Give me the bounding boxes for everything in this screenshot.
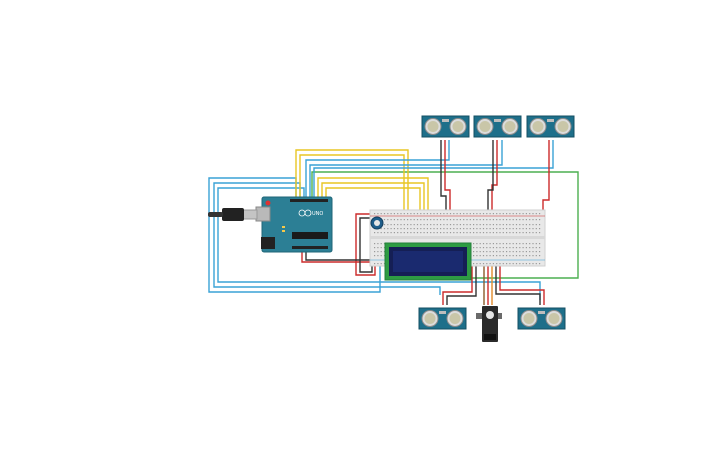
lcd-16x2[interactable]	[384, 242, 472, 281]
arduino-uno[interactable]: UNO	[255, 196, 333, 253]
lcd-screen	[393, 251, 463, 272]
wire-black-sensor-5[interactable]	[495, 262, 541, 305]
wire-blue-top-1[interactable]	[305, 140, 450, 200]
wire-blue-left-loop-3[interactable]	[217, 187, 541, 300]
wire-red-sensor-4[interactable]	[442, 262, 473, 305]
ultrasonic-sensors	[418, 115, 575, 330]
usb-cable[interactable]	[208, 208, 258, 221]
wire-black-ground[interactable]	[305, 217, 373, 273]
wire-blue-top-3[interactable]	[313, 140, 554, 200]
wire-red-power[interactable]	[301, 213, 376, 276]
wire-blue-top-2[interactable]	[309, 140, 503, 200]
wire-red-sensor-2[interactable]	[491, 140, 498, 214]
digital-header	[290, 199, 328, 202]
power-jack	[261, 237, 275, 249]
potentiometer[interactable]	[370, 216, 384, 230]
wire-red-sensor-1[interactable]	[444, 140, 451, 214]
wire-green-loop[interactable]	[311, 171, 579, 279]
wire-red-sensor-5[interactable]	[499, 262, 545, 305]
wire-yellow-2[interactable]	[299, 154, 405, 244]
servo-horn	[486, 311, 494, 319]
analog-header	[292, 246, 328, 249]
ultrasonic-sensor-5[interactable]	[517, 307, 566, 330]
wire-yellow-1[interactable]	[295, 149, 409, 244]
ultrasonic-sensor-4[interactable]	[418, 307, 467, 330]
servo-motor[interactable]	[476, 306, 502, 342]
wire-black-sensor-1[interactable]	[440, 140, 447, 214]
ultrasonic-sensor-2[interactable]	[473, 115, 522, 138]
wire-red-sensor-3[interactable]	[542, 140, 550, 214]
wire-black-sensor-4[interactable]	[446, 262, 477, 305]
arduino-brand-label: UNO	[312, 211, 323, 217]
reset-button[interactable]	[265, 200, 271, 206]
ultrasonic-sensor-1[interactable]	[421, 115, 470, 138]
atmega-chip	[292, 232, 328, 239]
ultrasonic-sensor-3[interactable]	[526, 115, 575, 138]
wire-black-sensor-2[interactable]	[487, 140, 494, 214]
usb-port	[255, 206, 271, 222]
